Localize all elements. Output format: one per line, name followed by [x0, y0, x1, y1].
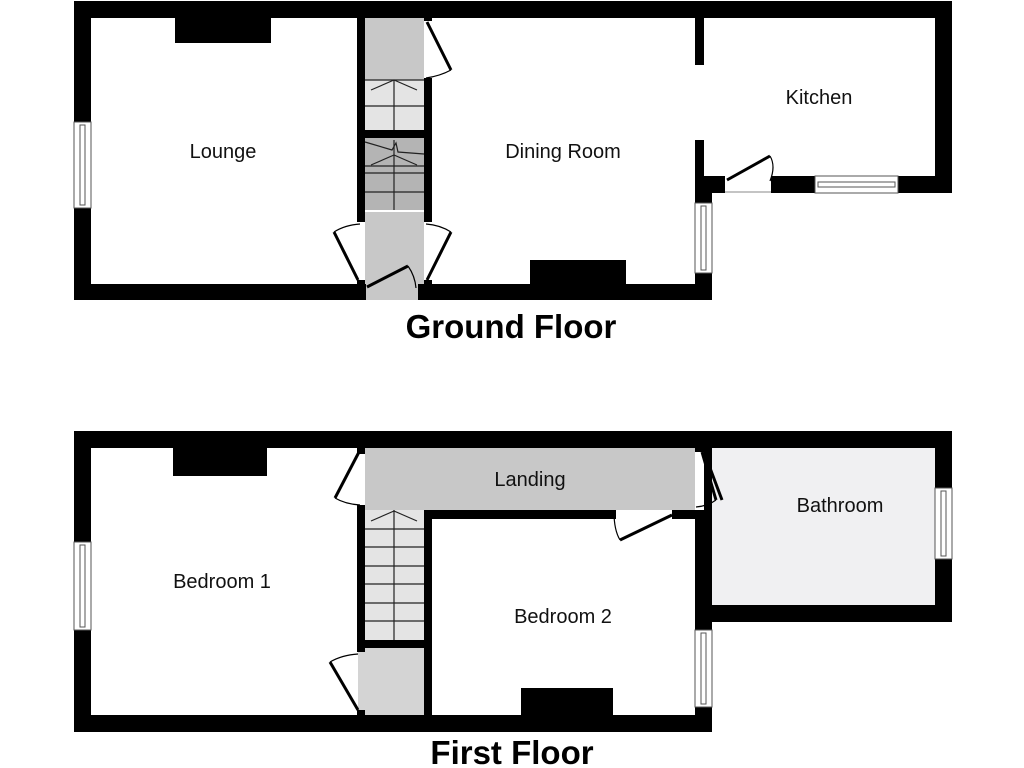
window-bedroom2 — [694, 629, 713, 708]
window-lounge — [73, 121, 92, 209]
window-dining — [694, 202, 713, 274]
room-label-bedroom-2: Bedroom 2 — [514, 606, 612, 628]
stair-treads-first — [365, 510, 424, 640]
bathroom-fill — [712, 448, 935, 605]
room-label-lounge: Lounge — [190, 141, 257, 163]
hall-fill-lower — [365, 212, 424, 300]
door-lounge — [332, 223, 361, 281]
window-bedroom1 — [73, 541, 92, 631]
floor-title-first: First Floor — [430, 734, 593, 768]
door-front — [366, 264, 417, 289]
door-dining-top — [425, 21, 453, 79]
door-dining-bottom — [425, 223, 453, 281]
room-label-kitchen: Kitchen — [786, 87, 853, 109]
first-walls — [74, 431, 952, 732]
door-bedroom2 — [613, 511, 673, 542]
first-floor-plan: Landing Bedroom 1 Bedroom 2 Bathroom Fir… — [73, 431, 953, 768]
ground-walls — [74, 1, 952, 300]
door-cupboard — [328, 653, 360, 711]
first-doors — [328, 451, 724, 711]
ground-windows — [73, 121, 899, 274]
stair-treads-ground — [364, 79, 425, 210]
ground-floor-plan: Lounge Dining Room Kitchen Ground Floor — [73, 1, 952, 345]
ground-doors — [332, 21, 774, 289]
room-label-bathroom: Bathroom — [797, 495, 884, 517]
door-bedroom1 — [333, 451, 361, 506]
floor-title-ground: Ground Floor — [406, 308, 617, 345]
window-bathroom — [934, 487, 953, 560]
door-kitchen — [725, 154, 774, 193]
room-label-dining-room: Dining Room — [505, 141, 621, 163]
first-windows — [73, 487, 953, 708]
room-label-landing: Landing — [494, 469, 565, 491]
door-bathroom — [695, 451, 724, 508]
landing-fill — [365, 448, 695, 510]
cupboard-fill — [358, 648, 424, 715]
window-kitchen — [814, 175, 899, 194]
room-label-bedroom-1: Bedroom 1 — [173, 571, 271, 593]
